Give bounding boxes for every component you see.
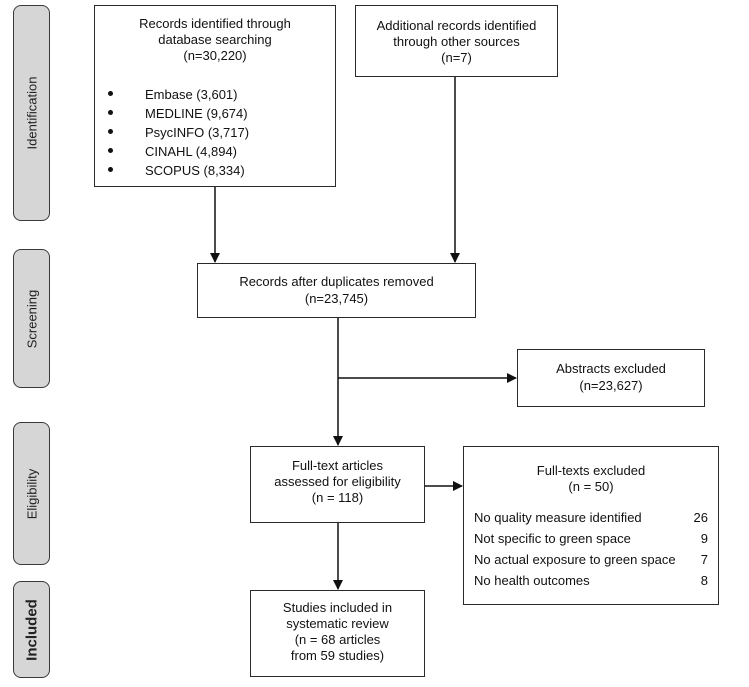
reason-count: 8 xyxy=(700,573,708,588)
database-search-line1: Records identified through xyxy=(139,16,291,31)
list-item: Embase (3,601) xyxy=(95,87,335,103)
full-text-assessed-line2: assessed for eligibility xyxy=(274,474,401,489)
bullet-icon xyxy=(108,148,113,153)
duplicates-removed-line1: Records after duplicates removed xyxy=(239,274,434,289)
reason-label: No health outcomes xyxy=(474,573,590,588)
bullet-icon xyxy=(108,167,113,172)
list-item: MEDLINE (9,674) xyxy=(95,106,335,122)
list-item: No health outcomes 8 xyxy=(474,573,708,589)
reason-count: 7 xyxy=(700,552,708,567)
reason-count: 9 xyxy=(700,531,708,546)
other-sources-line1: Additional records identified xyxy=(376,18,537,33)
full-texts-excluded-count: (n = 50) xyxy=(568,479,614,494)
studies-included-line1: Studies included in xyxy=(282,600,393,615)
stage-included: Included xyxy=(13,581,50,678)
other-sources-line2: through other sources xyxy=(393,34,520,49)
bullet-icon xyxy=(108,110,113,115)
studies-included-line4: from 59 studies) xyxy=(290,648,385,663)
duplicates-removed-box: Records after duplicates removed (n=23,7… xyxy=(197,263,476,318)
reason-label: No quality measure identified xyxy=(474,510,642,525)
other-sources-count: (n=7) xyxy=(441,50,472,65)
abstracts-excluded-count: (n=23,627) xyxy=(579,378,643,393)
list-item: CINAHL (4,894) xyxy=(95,144,335,160)
bullet-icon xyxy=(108,129,113,134)
other-sources-box: Additional records identified through ot… xyxy=(355,5,558,77)
list-item: PsycINFO (3,717) xyxy=(95,125,335,141)
abstracts-excluded-line1: Abstracts excluded xyxy=(556,361,666,376)
source-medline: MEDLINE (9,674) xyxy=(145,106,248,121)
reason-label: Not specific to green space xyxy=(474,531,631,546)
reason-label: No actual exposure to green space xyxy=(474,552,676,567)
list-item: Not specific to green space 9 xyxy=(474,531,708,547)
bullet-icon xyxy=(108,91,113,96)
full-texts-excluded-box: Full-texts excluded (n = 50) No quality … xyxy=(463,446,719,605)
studies-included-line3: (n = 68 articles xyxy=(294,632,381,647)
studies-included-box: Studies included in systematic review (n… xyxy=(250,590,425,677)
reason-count: 26 xyxy=(693,510,708,525)
list-item: No quality measure identified 26 xyxy=(474,510,708,526)
source-cinahl: CINAHL (4,894) xyxy=(145,144,237,159)
full-text-assessed-box: Full-text articles assessed for eligibil… xyxy=(250,446,425,523)
database-search-count: (n=30,220) xyxy=(183,48,247,63)
full-text-assessed-count: (n = 118) xyxy=(311,490,364,505)
stage-eligibility: Eligibility xyxy=(13,422,50,565)
source-scopus: SCOPUS (8,334) xyxy=(145,163,245,178)
abstracts-excluded-box: Abstracts excluded (n=23,627) xyxy=(517,349,705,407)
list-item: SCOPUS (8,334) xyxy=(95,163,335,179)
source-embase: Embase (3,601) xyxy=(145,87,238,102)
duplicates-removed-count: (n=23,745) xyxy=(304,291,369,306)
full-texts-excluded-line1: Full-texts excluded xyxy=(536,463,646,478)
stage-screening: Screening xyxy=(13,249,50,388)
list-item: No actual exposure to green space 7 xyxy=(474,552,708,568)
source-psycinfo: PsycINFO (3,717) xyxy=(145,125,250,140)
studies-included-line2: systematic review xyxy=(286,616,389,631)
full-text-assessed-line1: Full-text articles xyxy=(291,458,384,473)
database-source-list: Embase (3,601) MEDLINE (9,674) PsycINFO … xyxy=(95,6,335,186)
database-search-line2: database searching xyxy=(158,32,272,47)
stage-identification: Identification xyxy=(13,5,50,221)
database-search-box: Records identified through database sear… xyxy=(94,5,336,187)
